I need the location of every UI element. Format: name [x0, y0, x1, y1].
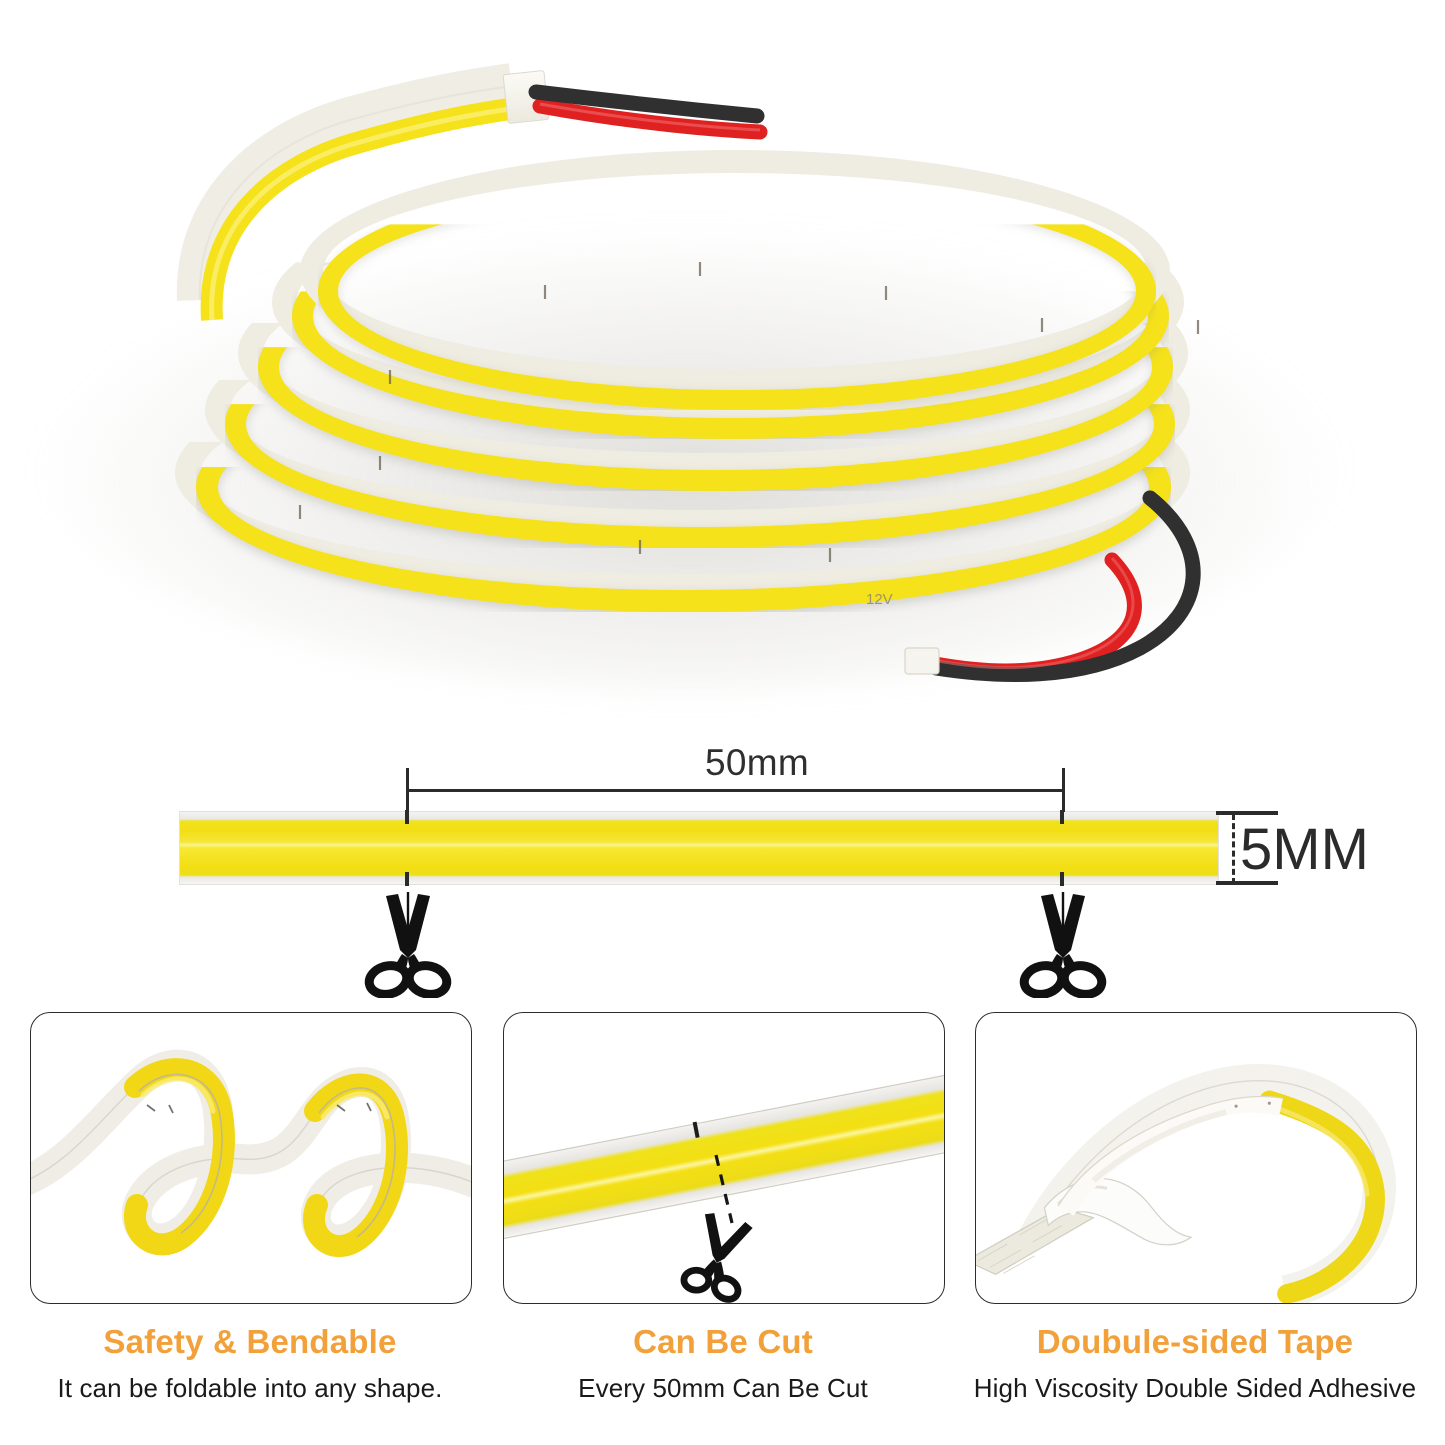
caption-adhesive: Doubule-sided Tape High Viscosity Double… [960, 1323, 1430, 1403]
lead-wires-bottom [904, 490, 1201, 682]
bendable-illustration [31, 1049, 471, 1257]
feature-panel-adhesive [975, 1012, 1417, 1304]
strip-width-label: 5MM [1240, 817, 1369, 882]
lead-wires-top [528, 84, 768, 140]
caption-bendable: Safety & Bendable It can be foldable int… [15, 1323, 485, 1403]
dimension-diagram: 50mm 5MM [0, 720, 1445, 1010]
cut-mark-right-top [1060, 810, 1064, 824]
cuttable-illustration [504, 1059, 944, 1303]
feature-panel-cuttable [503, 1012, 945, 1304]
hero-product-photo: 12V [0, 0, 1445, 720]
caption-title-cuttable: Can Be Cut [633, 1323, 813, 1360]
coil-tail: 12V [176, 63, 1200, 608]
caption-subtitle-bendable: It can be foldable into any shape. [57, 1372, 443, 1403]
dimension-tick-left [406, 768, 409, 812]
led-strip-profile [180, 812, 1218, 884]
width-dashed-line [1232, 814, 1235, 884]
svg-text:12V: 12V [866, 591, 893, 608]
scissors-icon-left [358, 892, 458, 999]
cut-length-label: 50mm [705, 742, 809, 783]
dimension-line-horizontal [407, 789, 1064, 792]
dimension-tick-right [1062, 768, 1065, 812]
width-cap-top [1216, 811, 1278, 815]
caption-title-adhesive: Doubule-sided Tape [1036, 1323, 1354, 1360]
caption-subtitle-adhesive: High Viscosity Double Sided Adhesive [973, 1372, 1417, 1403]
adhesive-illustration [976, 1064, 1396, 1303]
feature-panels [0, 1012, 1445, 1312]
cut-mark-left-top [405, 810, 409, 824]
caption-subtitle-cuttable: Every 50mm Can Be Cut [578, 1372, 868, 1403]
feature-captions: Safety & Bendable It can be foldable int… [0, 1323, 1445, 1445]
feature-panel-bendable [30, 1012, 472, 1304]
caption-title-bendable: Safety & Bendable [103, 1323, 397, 1360]
scissors-icon-right [1013, 892, 1113, 999]
cut-mark-right-bottom [1060, 872, 1064, 886]
caption-cuttable: Can Be Cut Every 50mm Can Be Cut [488, 1323, 958, 1403]
cut-mark-left-bottom [405, 872, 409, 886]
width-cap-bottom [1216, 881, 1278, 885]
coil-illustration: 12V [0, 0, 1445, 720]
